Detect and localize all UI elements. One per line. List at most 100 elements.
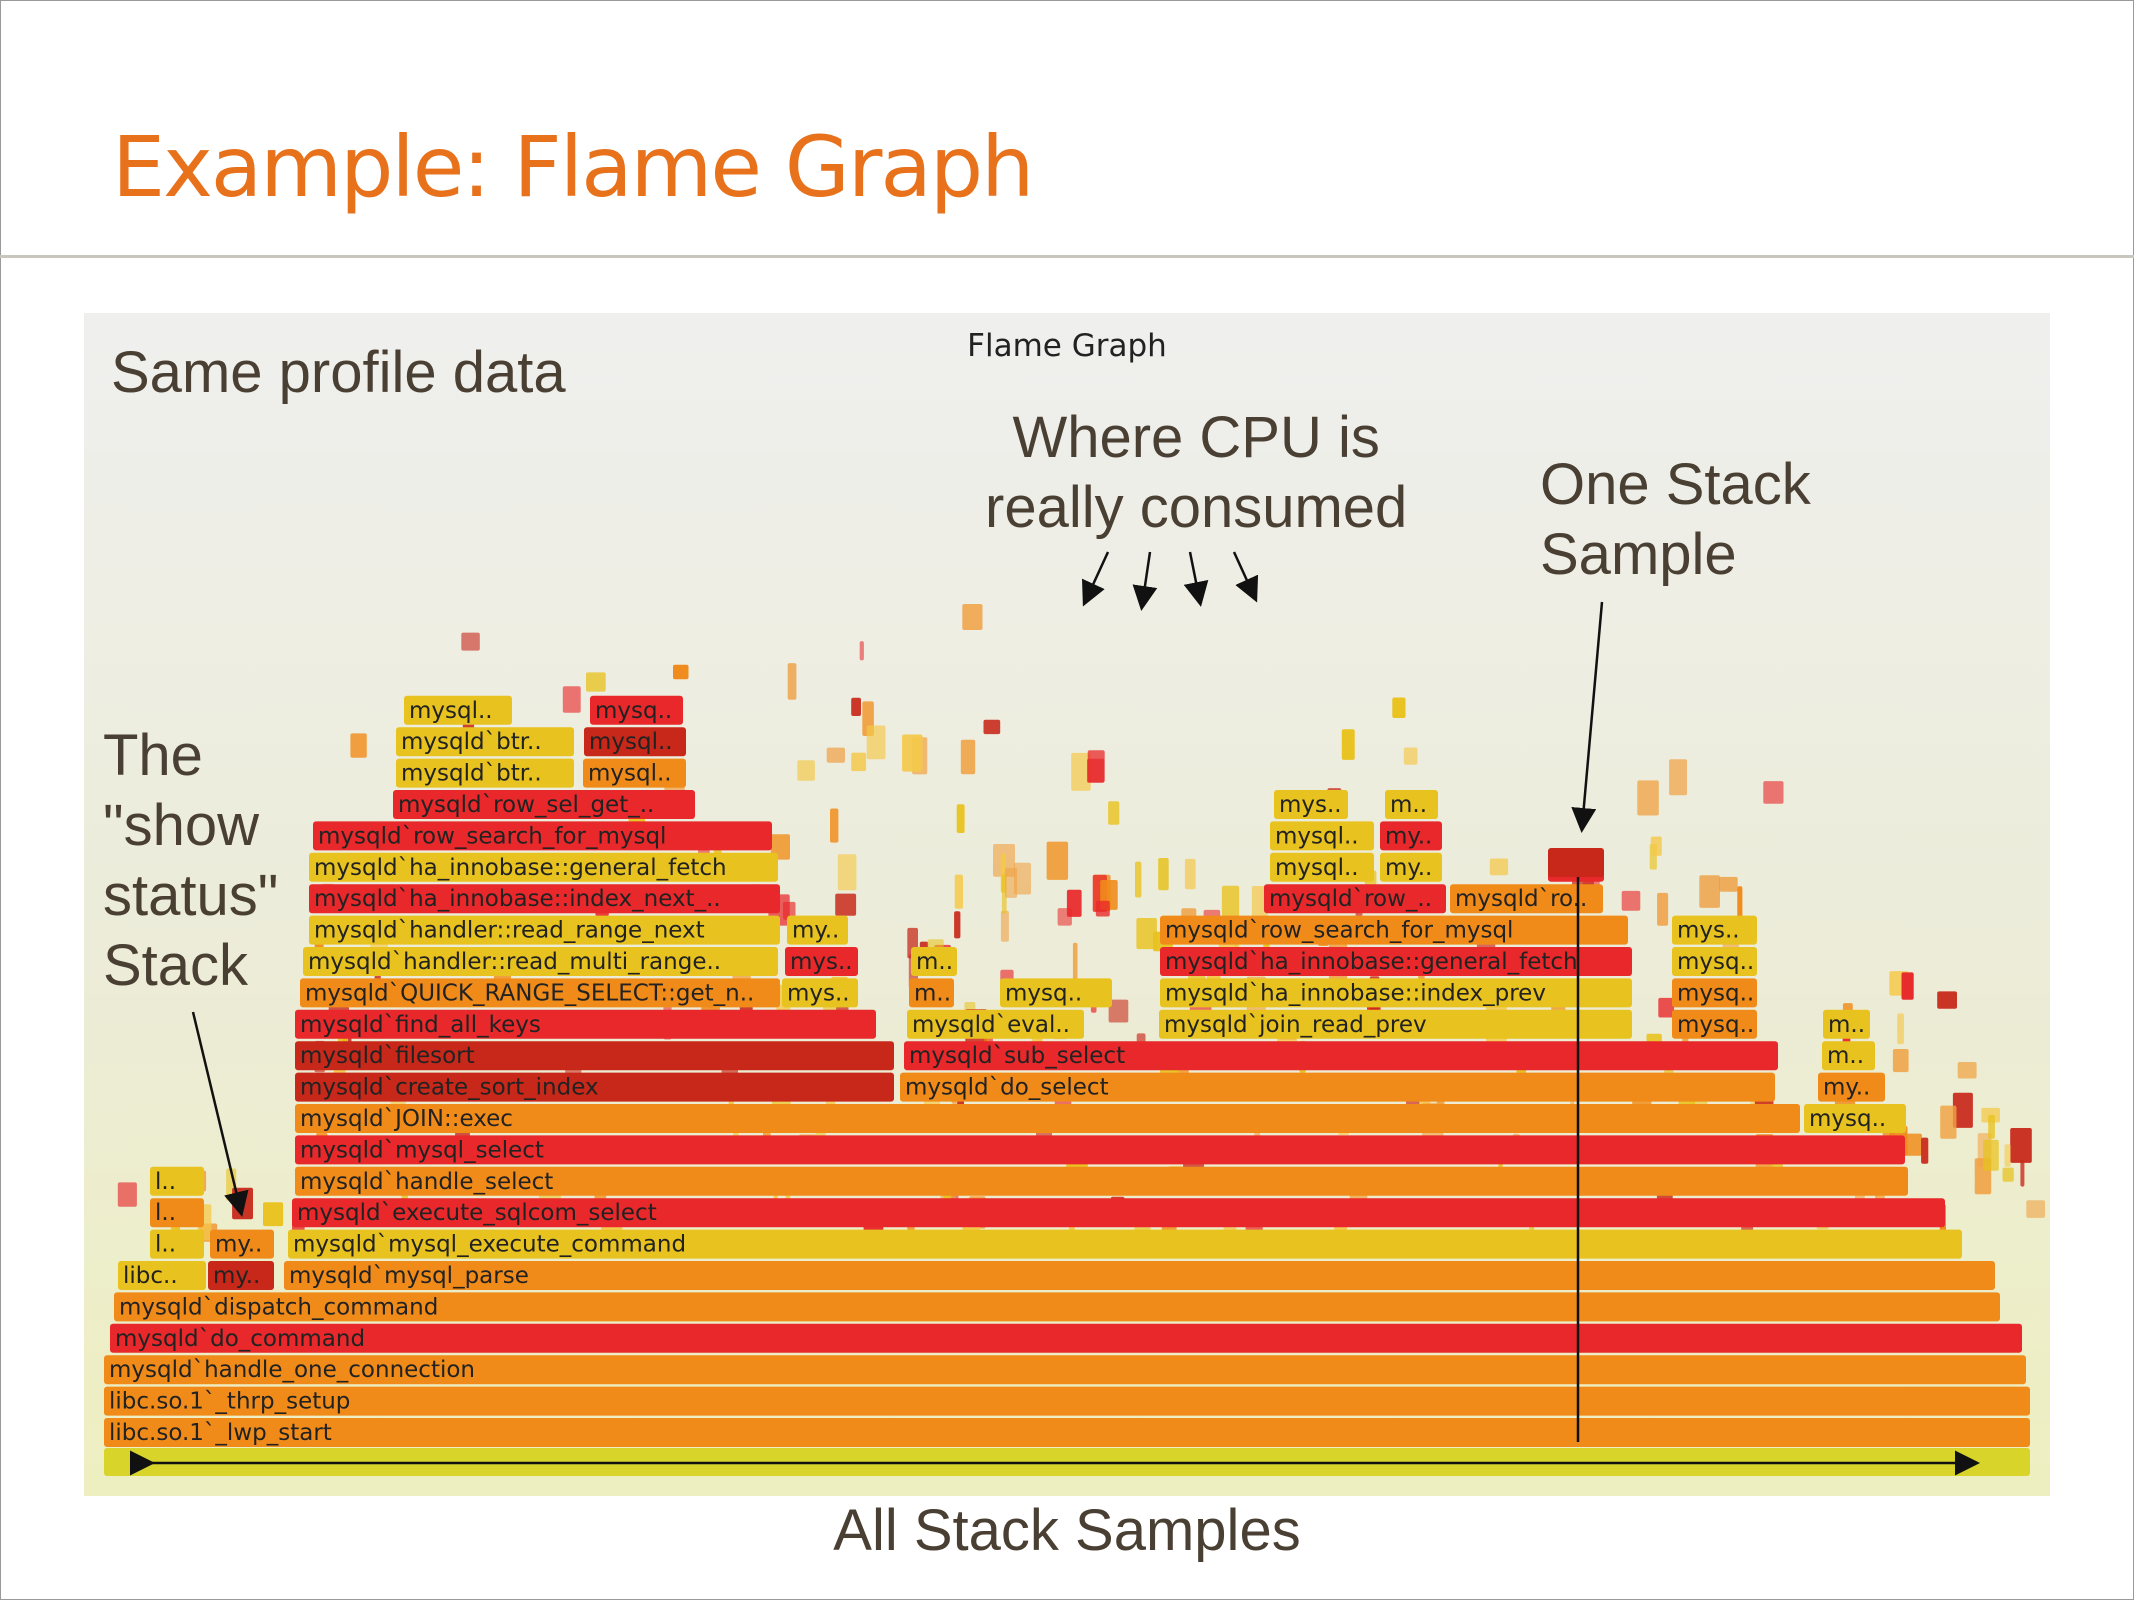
flame-frame: l..: [150, 1198, 204, 1228]
flame-sliver: [1657, 892, 1669, 926]
flame-sliver: [117, 1182, 137, 1207]
flame-frame: libc.so.1`_lwp_start: [104, 1418, 2030, 1447]
flame-frame-label: mysq..: [1005, 980, 1082, 1006]
flame-sliver: [837, 854, 857, 891]
flame-frame-box: [909, 978, 954, 1008]
flame-frame-box: [1823, 1009, 1870, 1039]
flame-frame-label: mysqld`mysql_execute_command: [293, 1232, 686, 1258]
flame-frame-label: mysqld`dispatch_command: [119, 1294, 438, 1320]
note-where-cpu-line1: Where CPU is: [1012, 405, 1380, 470]
flame-frames-layer: libc.so.1`_lwp_start libc.so.1`_thrp_setu…: [104, 695, 2030, 1476]
flame-sliver: [2020, 1159, 2025, 1187]
flame-frame-label: m..: [914, 980, 951, 1006]
flame-frame-label: mysqld`btr..: [401, 729, 542, 755]
flame-sliver: [1403, 747, 1418, 765]
note-one-stack-line1: One Stack: [1540, 452, 1811, 517]
flame-sliver: [1650, 836, 1662, 856]
flame-frame: my..: [1818, 1072, 1885, 1102]
flame-frame-box: [583, 758, 686, 788]
flame-frame-box: [295, 1009, 876, 1039]
flame-frame-box: [104, 1386, 2030, 1416]
flame-sliver: [1952, 1092, 1973, 1128]
flame-frame-label: mysqld`create_sort_index: [300, 1075, 599, 1101]
flame-frame-label: l..: [155, 1232, 176, 1258]
flame-frame: mysqld`handle_one_connection: [104, 1355, 2026, 1385]
flame-sliver: [954, 911, 961, 939]
flame-frame-box: [295, 1104, 1800, 1133]
flame-frame-label: mysqld`handle_select: [300, 1169, 553, 1195]
flame-frame-box: [911, 947, 957, 976]
flame-frame: mysql..: [404, 695, 512, 725]
note-where-cpu: Where CPU is really consumed: [985, 403, 1407, 543]
flame-frame: m..: [1822, 1041, 1875, 1071]
flame-frame-label: mysq..: [1809, 1106, 1886, 1132]
flame-frame-label: mysql..: [588, 761, 672, 787]
flame-frame: mysqld`QUICK_RANGE_SELECT::get_n..: [300, 978, 780, 1008]
flame-sliver: [461, 632, 480, 651]
flame-frame: my..: [1380, 821, 1442, 851]
flame-sliver: [1937, 991, 1957, 1009]
flame-frame: mysqld`ha_innobase::index_next_..: [309, 884, 780, 914]
flame-sliver: [1221, 885, 1240, 918]
flame-frame-box: [309, 884, 780, 914]
flame-graph-title: Flame Graph: [967, 328, 1167, 364]
flame-sliver: [1658, 997, 1675, 1018]
flame-frame: mys..: [782, 978, 858, 1008]
flame-sliver: [1072, 942, 1078, 981]
flame-sliver: [830, 808, 839, 843]
flame-frame: mysqld`filesort: [295, 1041, 894, 1071]
flame-frame-label: libc..: [123, 1263, 178, 1289]
flame-frame-box: [1270, 821, 1374, 851]
flame-frame-box: [396, 727, 574, 757]
flame-frame-label: my..: [213, 1263, 260, 1289]
flame-frame: mysqld`do_command: [110, 1323, 2022, 1353]
note-one-stack: One Stack Sample: [1540, 450, 1811, 590]
flame-frame-label: mysql..: [1275, 855, 1359, 881]
flame-frame-label: libc.so.1`_thrp_setup: [109, 1389, 350, 1415]
flame-frame-label: mysqld`row_..: [1269, 886, 1432, 912]
flame-sliver: [1921, 1137, 1929, 1164]
flame-frame-label: m..: [916, 949, 953, 975]
flame-frame-box: [309, 852, 778, 882]
flame-sliver: [2010, 1128, 2032, 1163]
flame-frame: mys..: [785, 947, 858, 976]
one-stack-arrow: [1571, 601, 1604, 833]
flame-sliver: [960, 739, 976, 775]
flame-frame-box: [1274, 790, 1348, 819]
flame-sliver: [1087, 758, 1105, 783]
flame-frame: l..: [150, 1166, 204, 1196]
flame-sliver: [1763, 781, 1784, 804]
flame-frame-label: mysqld`do_command: [115, 1326, 365, 1352]
flame-sliver: [1901, 972, 1914, 1000]
flame-frame-label: mysqld`ha_innobase::general_fetch: [314, 855, 727, 881]
flame-frame-box: [150, 1198, 204, 1228]
flame-sliver: [1046, 841, 1069, 880]
flame-frame-box: [300, 978, 780, 1008]
flame-frame-label: my..: [792, 918, 839, 944]
flame-frame-box: [150, 1229, 204, 1259]
flame-frame: mysqld`dispatch_command: [114, 1292, 2000, 1322]
flame-sliver: [1000, 910, 1009, 942]
flame-sliver: [1489, 858, 1509, 876]
flame-frame: mysq..: [1672, 1009, 1757, 1039]
flame-frame-box: [1672, 978, 1757, 1008]
title-divider: [0, 255, 2134, 258]
flame-frame: mysqld`handler::read_range_next: [309, 915, 780, 945]
flame-sliver: [1341, 729, 1355, 760]
flame-frame-box: [208, 1261, 274, 1290]
flame-frame-box: [1385, 790, 1438, 819]
flame-sliver: [1095, 900, 1110, 917]
flame-frame-box: [1000, 978, 1112, 1008]
flame-frame-box: [787, 915, 848, 945]
flame-sliver: [1940, 1105, 1957, 1139]
flame-frame-label: my..: [1385, 823, 1432, 849]
flame-sliver: [1184, 858, 1196, 890]
flame-frame: mysqld`do_select: [900, 1072, 1775, 1102]
flame-sliver: [1719, 876, 1738, 892]
flame-sliver: [1699, 875, 1720, 908]
flame-sliver: [1135, 861, 1142, 898]
flame-sliver: [1669, 759, 1687, 796]
flame-frame: mysq..: [1672, 947, 1757, 976]
flame-frame-label: mysqld`JOIN::exec: [300, 1106, 513, 1132]
